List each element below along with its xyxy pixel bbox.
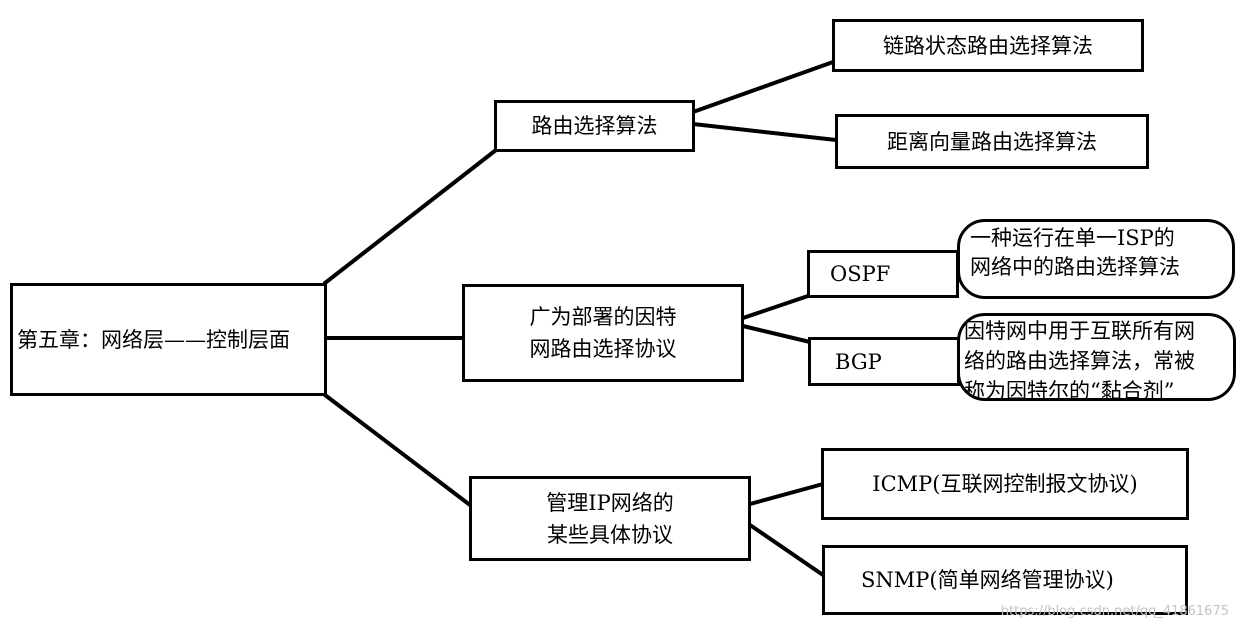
connector-branch3-icmp <box>748 482 825 506</box>
branch-ip-management-protocols[interactable]: 管理IP网络的 某些具体协议 <box>469 476 751 561</box>
leaf-distance-vector[interactable]: 距离向量路由选择算法 <box>835 114 1149 169</box>
bgp-note-line1: 因特网中用于互联所有网 <box>964 319 1195 343</box>
bgp-note-bubble: 因特网中用于互联所有网 络的路由选择算法，常被 称为因特尔的“黏合剂” <box>957 313 1236 401</box>
branch-ip-management-protocols-line1: 管理IP网络的 <box>546 490 674 515</box>
connector-branch2-ospf <box>741 294 810 320</box>
leaf-link-state-label: 链路状态路由选择算法 <box>883 33 1093 58</box>
leaf-bgp-label: BGP <box>835 349 882 374</box>
leaf-icmp-label: ICMP(互联网控制报文协议) <box>872 472 1138 496</box>
bgp-note-line3: 称为因特尔的“黏合剂” <box>964 379 1175 401</box>
ospf-note-bubble: 一种运行在单一ISP的 网络中的路由选择算法 <box>957 219 1235 299</box>
leaf-icmp[interactable]: ICMP(互联网控制报文协议) <box>821 448 1189 520</box>
branch-routing-algorithms-label: 路由选择算法 <box>531 114 658 138</box>
connector-branch1-linkstate <box>691 60 835 114</box>
leaf-distance-vector-label: 距离向量路由选择算法 <box>887 129 1097 154</box>
ospf-note-line2: 网络中的路由选择算法 <box>970 255 1180 279</box>
connector-root-branch3 <box>323 393 472 507</box>
leaf-ospf[interactable]: OSPF <box>807 250 959 298</box>
bgp-note-line2: 络的路由选择算法，常被 <box>964 349 1195 373</box>
connector-branch3-snmp <box>748 523 825 577</box>
branch-internet-routing-protocols[interactable]: 广为部署的因特 网路由选择协议 <box>462 284 744 382</box>
leaf-bgp[interactable]: BGP <box>808 337 960 386</box>
leaf-ospf-label: OSPF <box>830 262 891 286</box>
leaf-snmp[interactable]: SNMP(简单网络管理协议) <box>822 545 1188 615</box>
root-node[interactable]: 第五章：网络层——控制层面 <box>10 283 327 396</box>
root-label: 第五章：网络层——控制层面 <box>17 327 290 352</box>
connector-branch1-distancevector <box>691 122 838 142</box>
branch-ip-management-protocols-line2: 某些具体协议 <box>547 522 673 547</box>
ospf-note-line1: 一种运行在单一ISP的 <box>970 226 1175 250</box>
connector-root-branch1 <box>323 148 498 285</box>
branch-internet-routing-protocols-line2: 网路由选择协议 <box>529 337 677 361</box>
connector-branch2-bgp <box>741 324 812 344</box>
leaf-snmp-label: SNMP(简单网络管理协议) <box>861 568 1114 592</box>
leaf-link-state[interactable]: 链路状态路由选择算法 <box>832 19 1144 72</box>
branch-internet-routing-protocols-line1: 广为部署的因特 <box>529 305 677 329</box>
watermark-text: https://blog.csdn.net/qq_41861675 <box>1000 604 1229 619</box>
branch-routing-algorithms[interactable]: 路由选择算法 <box>494 100 695 152</box>
